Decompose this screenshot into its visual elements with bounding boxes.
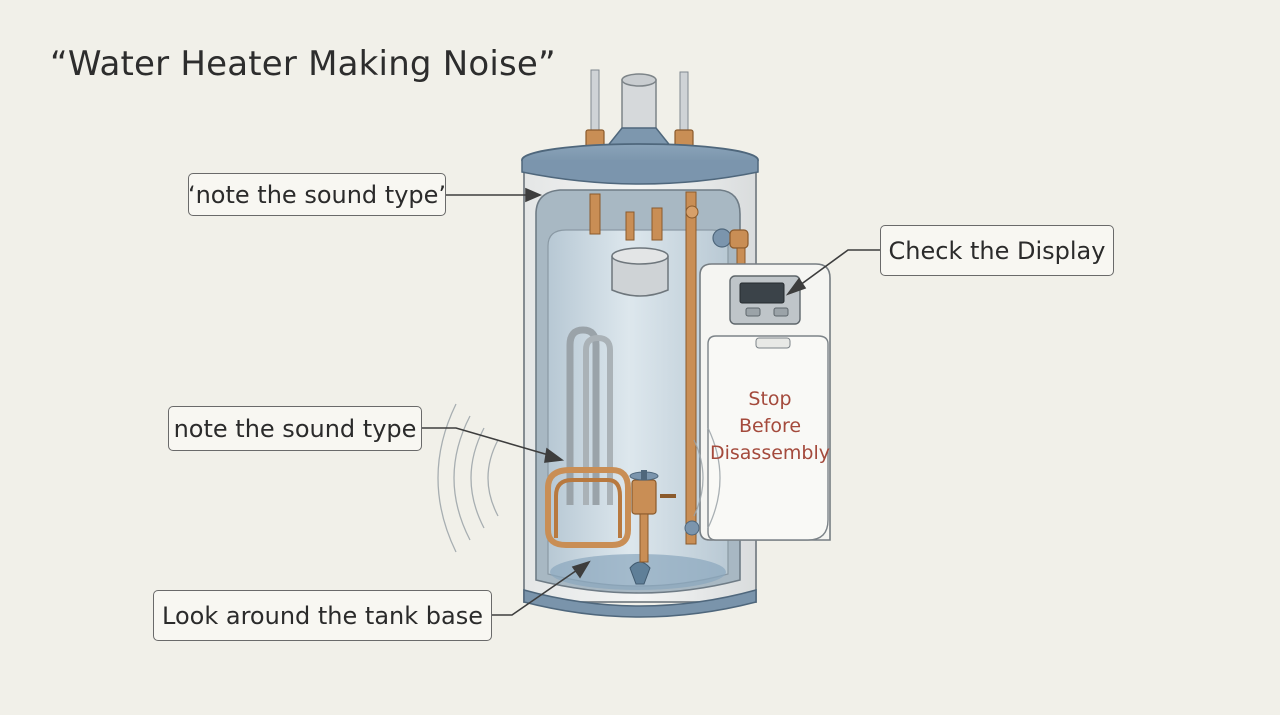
arrowhead-icon	[785, 277, 807, 296]
side-fitting	[712, 228, 749, 269]
arrowhead-icon	[544, 447, 565, 463]
leader-lines	[422, 187, 880, 616]
panel-warning-line: Before	[738, 415, 802, 437]
arrowhead-icon	[525, 187, 543, 203]
control-panel	[699, 263, 831, 541]
leader-tank-base	[492, 567, 581, 616]
top-pipes	[585, 69, 694, 153]
arrowhead-icon	[571, 560, 591, 579]
panel-warning-line: Disassembly	[709, 442, 831, 464]
callout-check-display: Check the Display	[880, 225, 1114, 276]
callout-tank-base: Look around the tank base	[153, 590, 492, 641]
leader-check-display	[795, 249, 880, 289]
leader-sound-type	[422, 427, 553, 457]
tank-cutaway	[535, 189, 741, 594]
callout-sound-type-top: ‘note the sound type’	[188, 173, 446, 216]
panel-warning-line: Stop	[748, 388, 792, 410]
callout-sound-type: note the sound type	[168, 406, 422, 451]
panel-warning-label: Stop Before Disassembly	[706, 386, 834, 467]
page-title: “Water Heater Making Noise”	[50, 44, 556, 84]
